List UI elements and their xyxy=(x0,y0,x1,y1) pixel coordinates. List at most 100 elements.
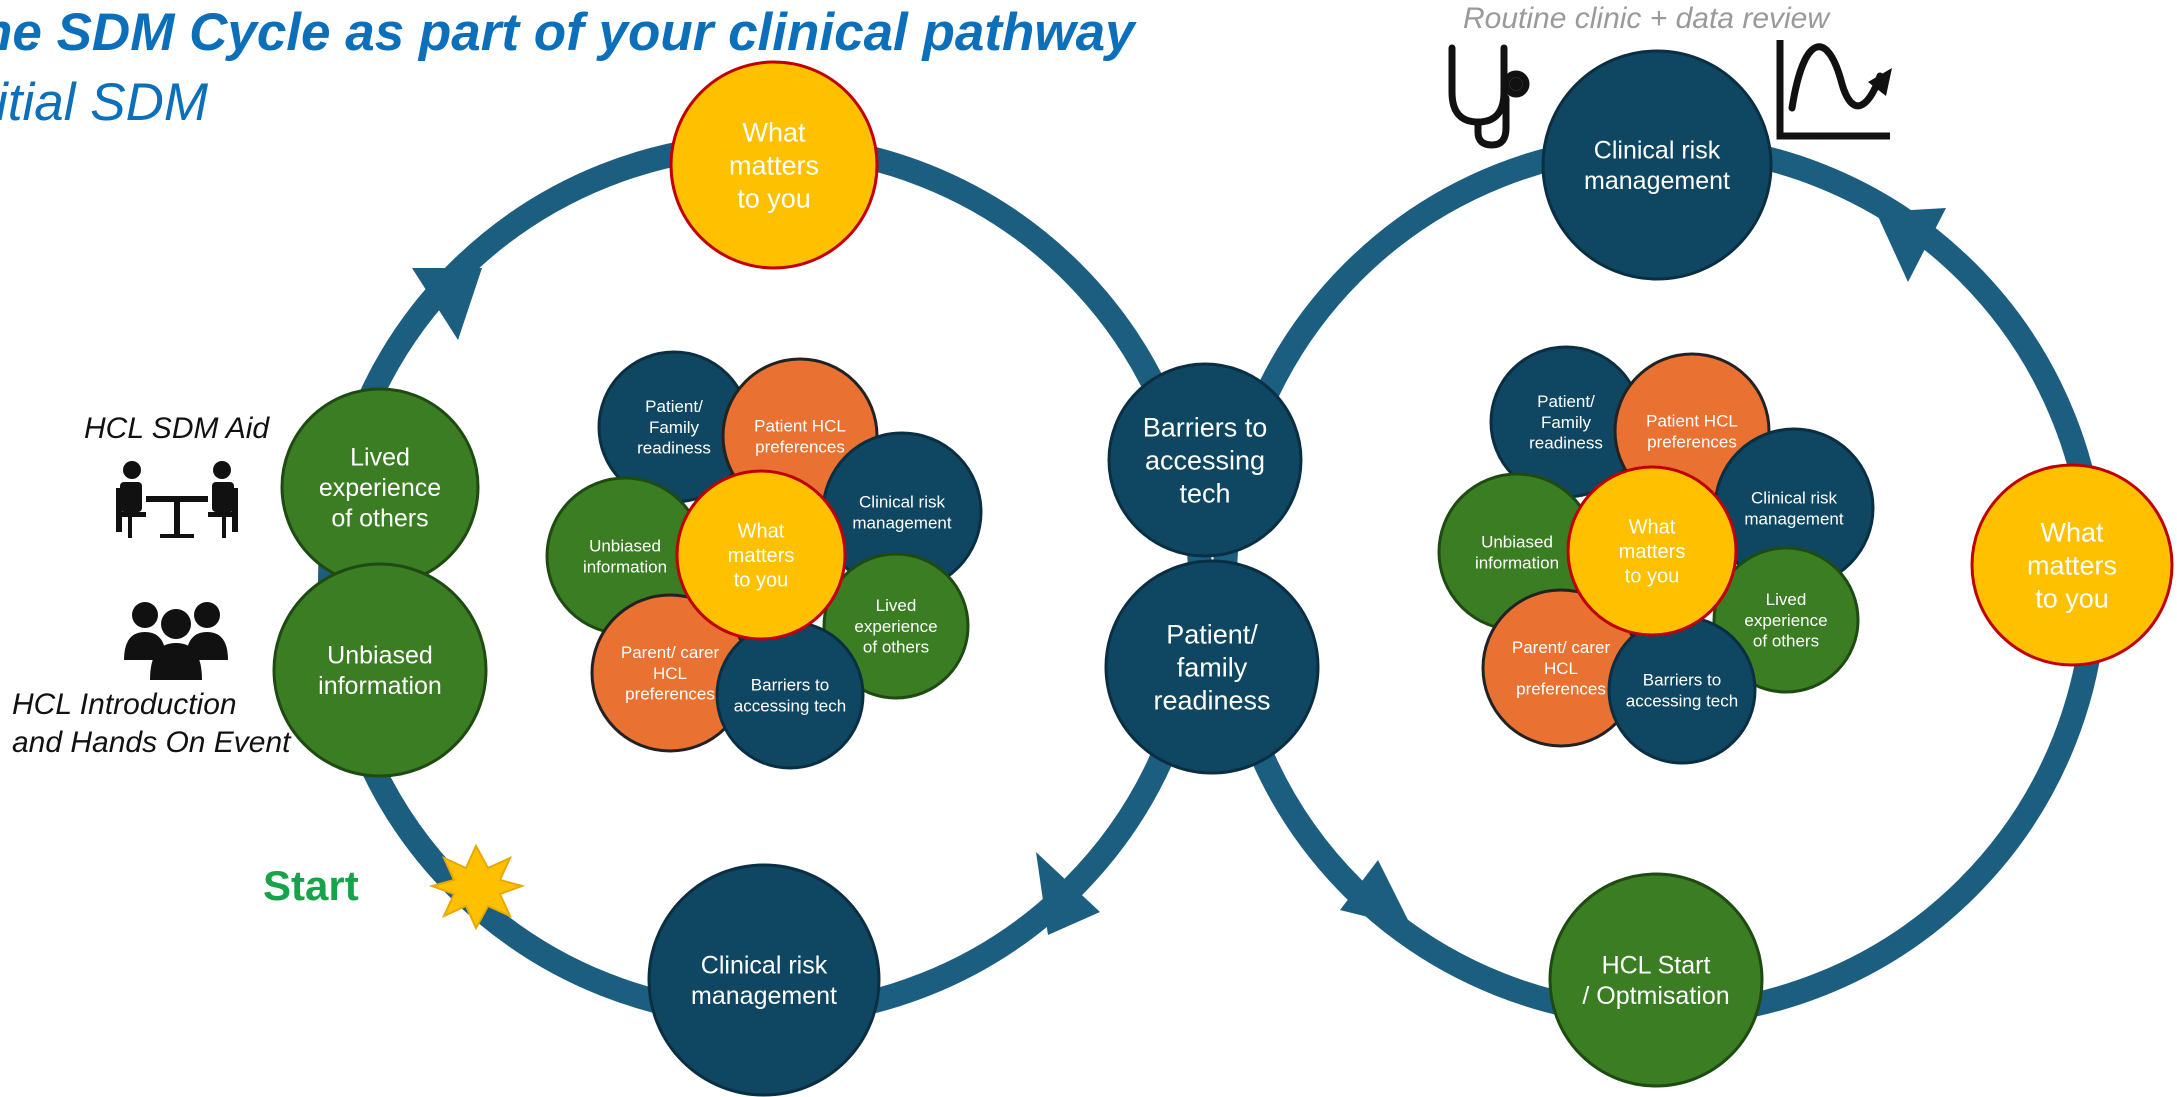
left-flower-center-label: matters xyxy=(728,545,795,567)
left-clinical-risk-node-circle xyxy=(647,863,881,1097)
left-flower-readiness-label: Patient/ xyxy=(645,397,703,416)
right-what-matters-node-label: to you xyxy=(2035,583,2109,613)
right-lower-arrow xyxy=(1340,860,1412,928)
left-flower-parent-prefs-label: preferences xyxy=(625,685,715,704)
left-flower-readiness-label: readiness xyxy=(637,439,711,458)
right-flower-readiness-label: Family xyxy=(1541,413,1592,432)
right-flower-clinical-risk-label: Clinical risk xyxy=(1751,489,1837,508)
right-flower-center-label: matters xyxy=(1619,541,1686,563)
readiness-node-label: family xyxy=(1177,652,1248,682)
barriers-node-label: tech xyxy=(1179,478,1230,508)
hcl-intro-label-line1: HCL Introduction xyxy=(12,688,237,721)
right-flower-lived-label: Lived xyxy=(1766,590,1807,609)
left-flower-unbiased-label: Unbiased xyxy=(589,537,661,556)
right-hcl-start-node: HCL Start/ Optmisation xyxy=(1548,872,1764,1088)
right-flower-parent-prefs-label: Parent/ carer xyxy=(1512,638,1611,657)
left-flower-lived-circle xyxy=(822,552,970,700)
right-clinical-risk-node-label: Clinical risk xyxy=(1594,137,1721,165)
left-flower-barriers-label: Barriers to xyxy=(751,676,829,695)
right-flower-patient-prefs-label: Patient HCL xyxy=(1646,412,1738,431)
left-flower-center-label: to you xyxy=(734,569,788,591)
right-hcl-start-node-label: / Optmisation xyxy=(1582,982,1729,1010)
trend-chart-icon xyxy=(1776,40,1892,140)
readiness-node-label: Patient/ xyxy=(1166,620,1258,650)
left-flower-lived: Lived experience of others xyxy=(822,552,970,700)
hcl-sdm-aid-label: HCL SDM Aid xyxy=(84,412,270,445)
left-flower-lived-label: of others xyxy=(863,638,929,657)
right-flower-lived-label: of others xyxy=(1753,632,1819,651)
readiness-node-circle xyxy=(1104,559,1320,775)
left-what-matters-node-label: matters xyxy=(729,150,819,180)
barriers-node-label: accessing xyxy=(1145,445,1265,475)
left-flower-center-circle xyxy=(675,469,847,641)
left-flower-lived-label: experience xyxy=(854,617,937,636)
meeting-table-icon xyxy=(116,461,238,538)
right-clinical-risk-node-circle xyxy=(1541,49,1773,281)
hcl-intro-label-line2: and Hands On Event xyxy=(12,726,291,759)
people-group-icon xyxy=(124,602,228,680)
left-clinical-risk-node-label: management xyxy=(691,982,837,1010)
right-flower-barriers-label: accessing tech xyxy=(1626,691,1738,710)
right-flower-center-label: to you xyxy=(1625,565,1679,587)
right-clinical-risk-node-label: management xyxy=(1584,167,1730,195)
left-flower-barriers-label: accessing tech xyxy=(734,696,846,715)
left-flower-parent-prefs-label: HCL xyxy=(653,664,687,683)
right-flower-barriers-label: Barriers to xyxy=(1643,671,1721,690)
left-flower-clinical-risk-label: Clinical risk xyxy=(859,493,945,512)
left-what-matters-node-circle xyxy=(669,60,879,270)
left-clinical-risk-node-label: Clinical risk xyxy=(701,952,828,980)
start-star-icon xyxy=(428,843,526,931)
stethoscope-icon xyxy=(1448,44,1530,149)
right-flower-lived-circle xyxy=(1712,546,1860,694)
left-unbiased-node-circle xyxy=(272,562,488,778)
barriers-node-label: Barriers to xyxy=(1143,413,1268,443)
right-flower-center-circle xyxy=(1566,465,1738,637)
left-flower-center-label: What xyxy=(738,521,785,543)
left-flower-barriers-circle xyxy=(715,620,865,770)
left-lived-experience-node-label: Lived xyxy=(350,443,410,471)
right-what-matters-node-circle xyxy=(1970,463,2174,667)
left-flower-clinical-risk-label: management xyxy=(852,513,952,532)
left-what-matters-node-label: What xyxy=(742,118,806,148)
left-flower-lived-label: Lived xyxy=(876,596,917,615)
routine-clinic-note: Routine clinic + data review xyxy=(1463,2,1830,35)
start-label: Start xyxy=(263,862,359,909)
right-hcl-start-node-circle xyxy=(1548,872,1764,1088)
page-subtitle: itial SDM xyxy=(0,73,209,132)
left-lived-experience-node-label: of others xyxy=(331,504,428,532)
left-flower-readiness-label: Family xyxy=(649,418,700,437)
right-what-matters-node-label: What xyxy=(2040,518,2104,548)
right-flower-readiness-label: Patient/ xyxy=(1537,392,1595,411)
right-flower-center-label: What xyxy=(1629,517,1676,539)
readiness-node-label: readiness xyxy=(1153,685,1270,715)
right-flower-patient-prefs-label: preferences xyxy=(1647,432,1737,451)
right-upper-arrow xyxy=(1876,208,1946,282)
left-flower-patient-prefs-label: Patient HCL xyxy=(754,417,846,436)
right-flower-clinical-risk-label: management xyxy=(1744,509,1844,528)
right-what-matters-node-label: matters xyxy=(2027,550,2117,580)
right-flower-lived-label: experience xyxy=(1744,611,1827,630)
left-unbiased-node-label: information xyxy=(318,672,442,700)
right-hcl-start-node-label: HCL Start xyxy=(1602,952,1711,980)
right-flower-barriers-circle xyxy=(1607,615,1757,765)
left-flower-parent-prefs-label: Parent/ carer xyxy=(621,643,720,662)
barriers-node-circle xyxy=(1107,362,1303,558)
left-lower-arrow xyxy=(1036,852,1100,935)
left-unbiased-node-label: Unbiased xyxy=(327,642,433,670)
right-flower-lived: Lived experience of others xyxy=(1712,546,1860,694)
